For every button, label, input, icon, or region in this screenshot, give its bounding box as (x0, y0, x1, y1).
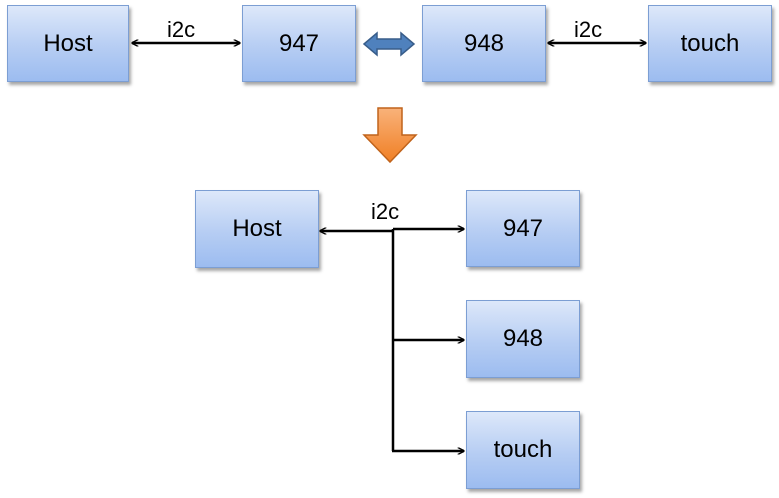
top-touch-box: touch (648, 5, 772, 82)
top-947-label: 947 (278, 29, 320, 57)
top-touch-label: touch (680, 29, 740, 57)
bottom-947-label: 947 (502, 214, 544, 242)
bottom-touch-box: touch (466, 411, 580, 489)
top-host-label: Host (43, 29, 93, 57)
bottom-948-box: 948 (466, 300, 580, 378)
serdes-double-arrow-icon (362, 31, 416, 57)
bottom-host-box: Host (195, 190, 319, 268)
top-left-i2c-label: i2c (167, 17, 196, 42)
bottom-i2c-bus-label: i2c (371, 199, 400, 224)
bottom-host-label: Host (232, 215, 282, 242)
top-right-i2c-label: i2c (574, 17, 603, 42)
top-948-label: 948 (463, 29, 505, 57)
bottom-touch-label: touch (493, 436, 553, 463)
bottom-948-label: 948 (502, 325, 544, 352)
transform-down-arrow-icon (362, 107, 418, 164)
top-host-box: Host (7, 5, 129, 82)
top-947-box: 947 (242, 5, 356, 82)
top-948-box: 948 (422, 5, 546, 82)
bottom-947-box: 947 (466, 190, 580, 267)
